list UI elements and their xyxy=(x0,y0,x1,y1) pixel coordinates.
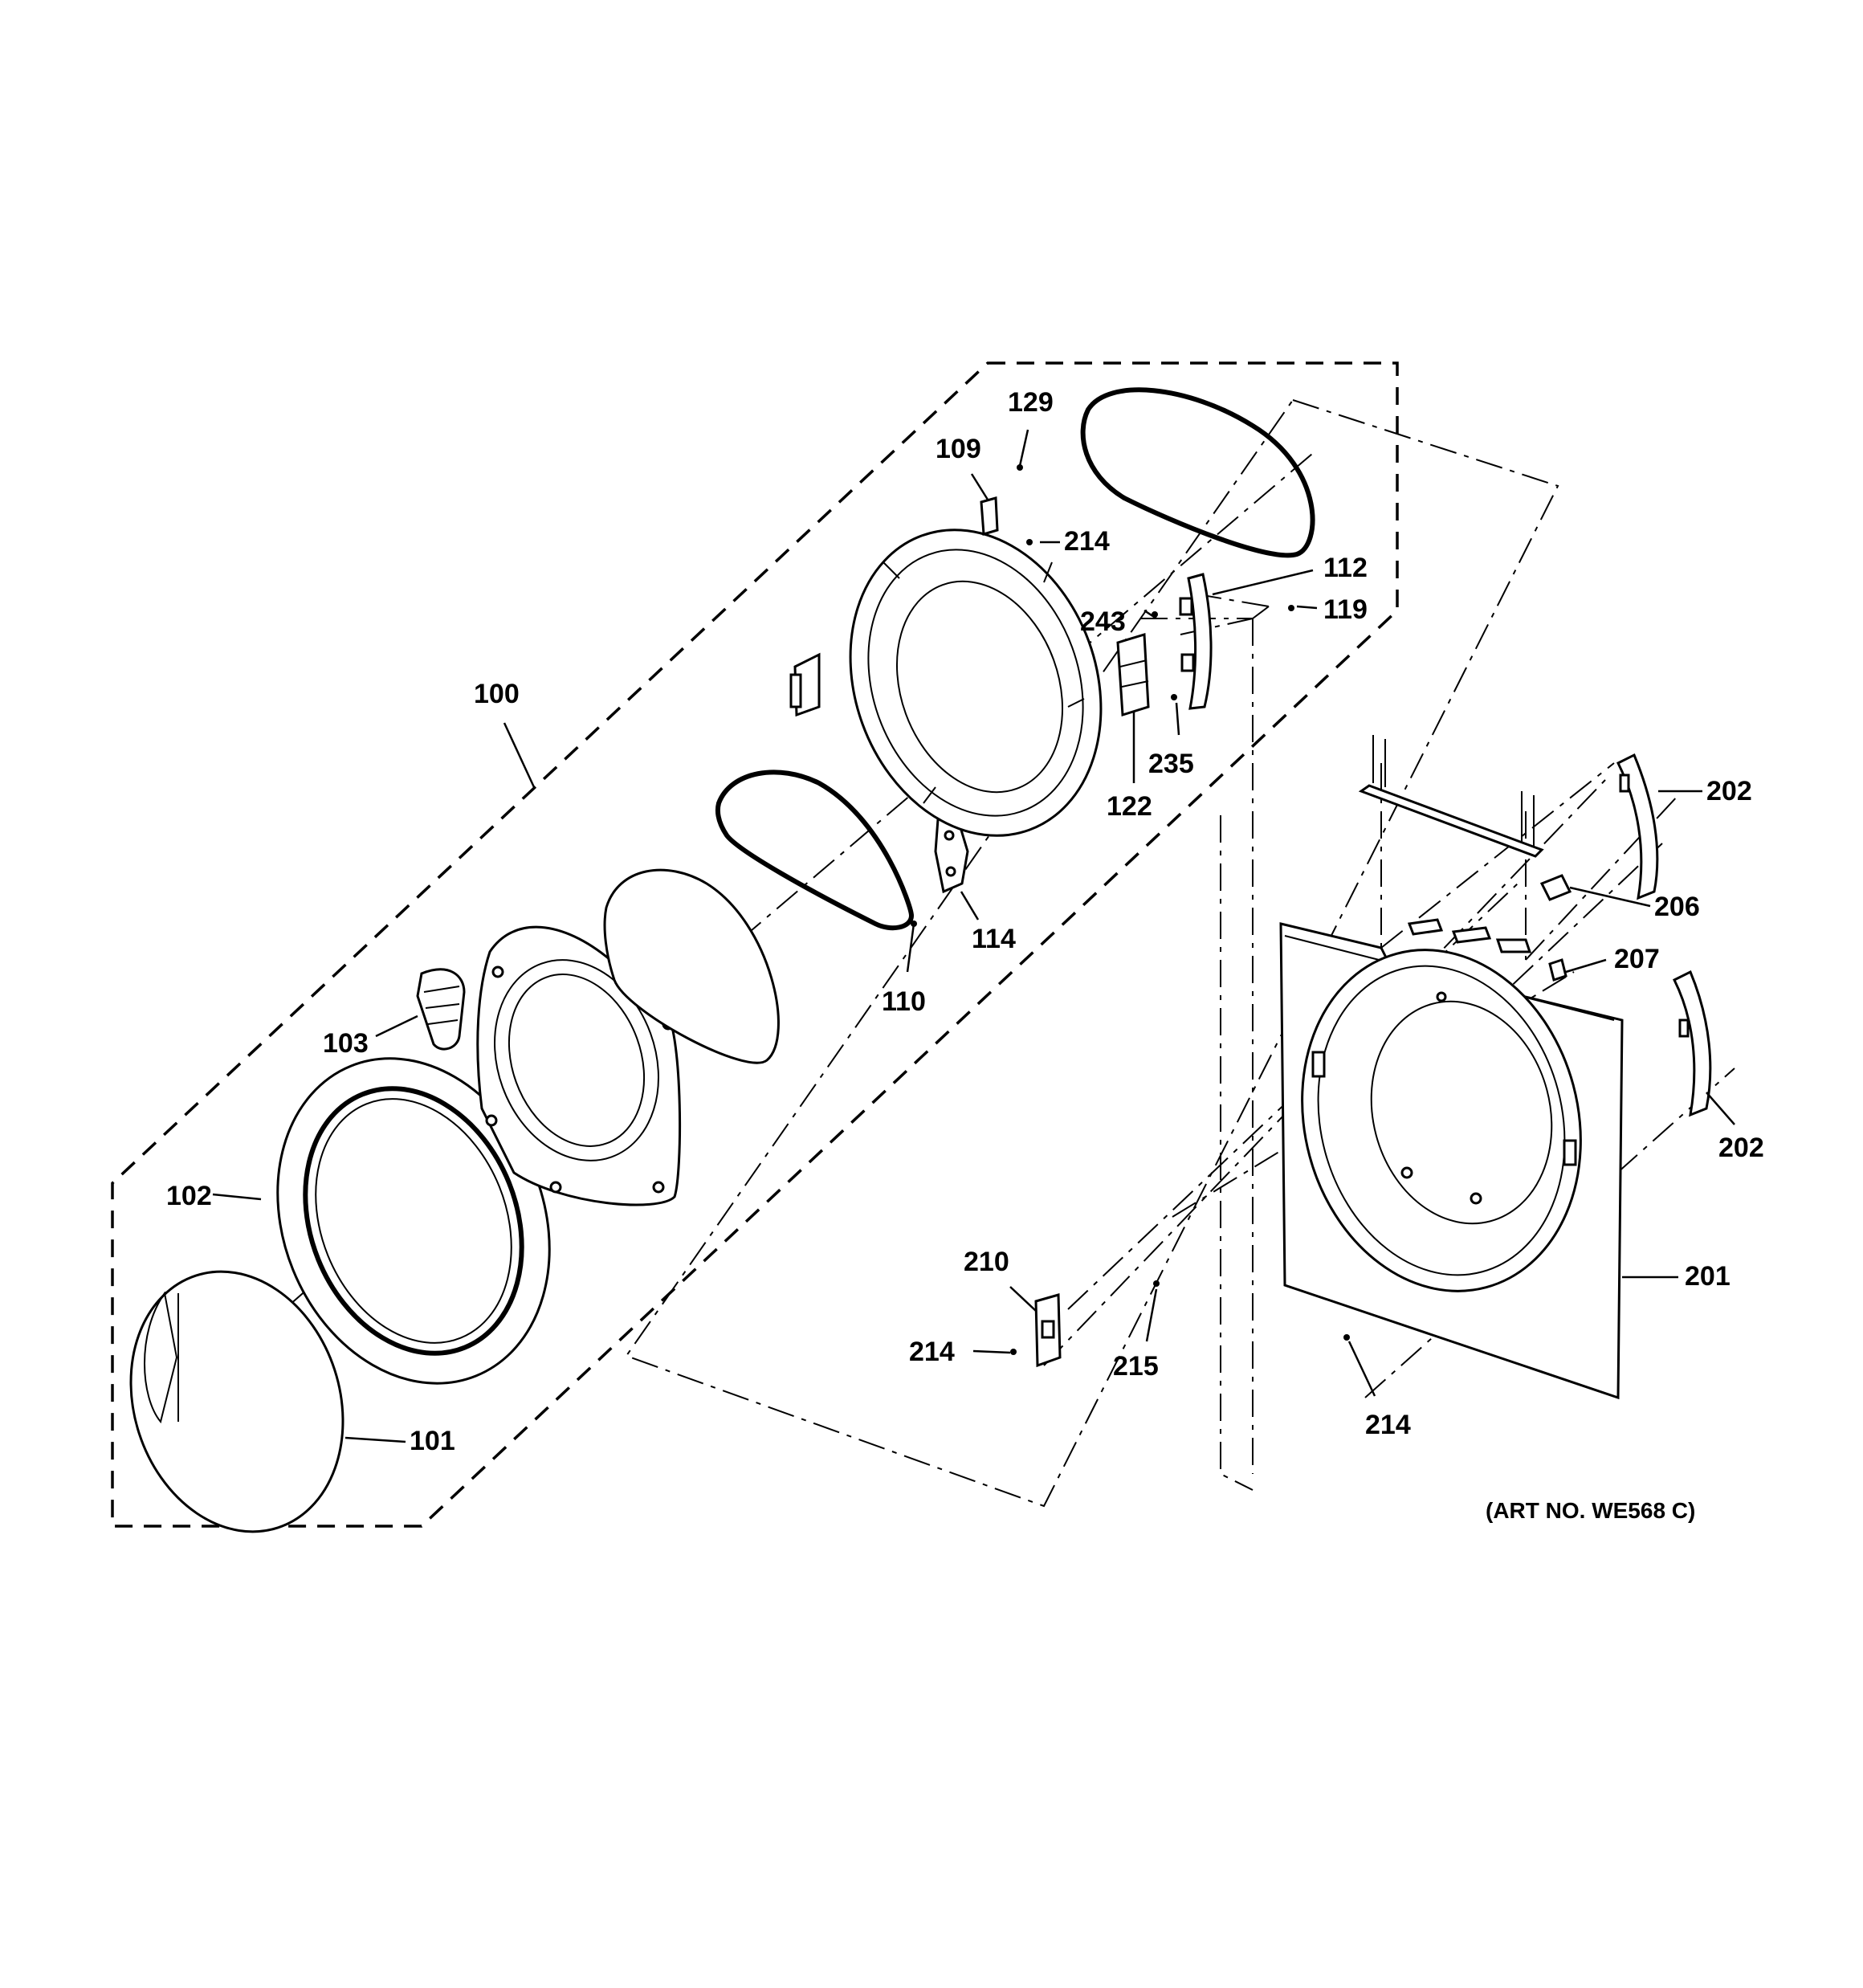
latch-striker xyxy=(980,496,999,536)
callout-202-lower: 202 xyxy=(1718,1133,1764,1163)
clip-207 xyxy=(1548,958,1567,982)
side-bracket-upper xyxy=(1616,753,1659,900)
callout-129: 129 xyxy=(1008,387,1054,418)
top-bracket xyxy=(1358,735,1544,858)
tub-door-seal xyxy=(1080,387,1315,558)
callout-243: 243 xyxy=(1080,606,1126,637)
outer-door-panel xyxy=(129,1270,344,1533)
top-inserts xyxy=(1407,918,1532,953)
callout-214-left: 214 xyxy=(909,1337,955,1367)
door-glass xyxy=(603,868,780,1064)
hinge-bracket xyxy=(934,809,969,894)
callout-101: 101 xyxy=(410,1426,455,1456)
callout-206: 206 xyxy=(1654,892,1700,922)
hinge-mount-plate xyxy=(1179,573,1213,710)
leader-lines xyxy=(212,429,1735,1443)
callout-112: 112 xyxy=(1323,553,1368,583)
callout-207: 207 xyxy=(1614,944,1660,974)
callout-119: 119 xyxy=(1323,594,1368,625)
callout-122: 122 xyxy=(1107,791,1152,822)
door-hinge xyxy=(1116,633,1150,716)
front-panel xyxy=(1279,922,1624,1400)
switch-206 xyxy=(1539,874,1572,901)
door-switch-210 xyxy=(1034,1293,1062,1368)
callout-214-bottom: 214 xyxy=(1365,1410,1411,1440)
inner-door-ring xyxy=(849,529,1103,837)
door-gasket xyxy=(715,769,915,931)
callout-215: 215 xyxy=(1113,1351,1159,1382)
door-assembly-outline xyxy=(111,361,1399,1528)
side-bracket-lower xyxy=(1672,970,1712,1117)
door-handle xyxy=(416,968,466,1051)
callout-109: 109 xyxy=(936,434,981,464)
callout-202-upper: 202 xyxy=(1706,776,1752,806)
callout-103: 103 xyxy=(323,1028,369,1059)
callout-210: 210 xyxy=(964,1247,1009,1277)
callout-102: 102 xyxy=(166,1181,212,1211)
callout-114: 114 xyxy=(972,924,1016,954)
callout-235: 235 xyxy=(1148,749,1194,779)
callout-214-top: 214 xyxy=(1064,526,1110,557)
art-number: (ART NO. WE568 C) xyxy=(1486,1498,1695,1523)
callout-110: 110 xyxy=(882,986,926,1017)
door-latch-left xyxy=(789,652,821,717)
callout-100: 100 xyxy=(474,679,520,709)
callout-201: 201 xyxy=(1685,1261,1731,1292)
door-trim-ring xyxy=(276,1057,551,1385)
